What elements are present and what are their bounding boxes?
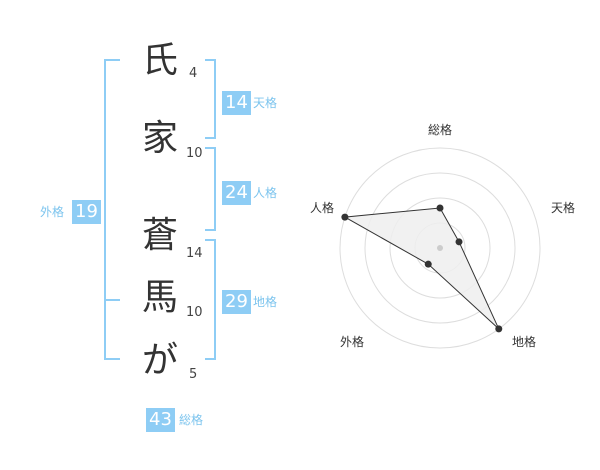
tenkaku-label: 天格 bbox=[253, 96, 278, 110]
name-char-3: 蒼 bbox=[141, 215, 178, 256]
jinkaku-value-badge: 24 bbox=[222, 181, 251, 205]
radar-point-4 bbox=[424, 260, 432, 268]
jinkaku-bracket bbox=[205, 147, 216, 231]
radar-axis-label-tenkaku: 天格 bbox=[551, 201, 576, 215]
radar-center-point bbox=[437, 245, 443, 251]
radar-axis-label-chikaku: 地格 bbox=[512, 335, 537, 349]
gaikaku-bracket bbox=[104, 59, 120, 360]
chikaku-value-badge: 29 bbox=[222, 290, 251, 314]
stroke-count-1: 4 bbox=[189, 66, 198, 81]
radar-axis-label-jinkaku: 人格 bbox=[310, 201, 335, 215]
chikaku-bracket bbox=[205, 239, 216, 360]
stroke-count-2: 10 bbox=[186, 146, 203, 161]
name-char-4: 馬 bbox=[141, 277, 178, 318]
soukaku-label: 総格 bbox=[179, 413, 204, 427]
jinkaku-label: 人格 bbox=[253, 186, 278, 200]
soukaku-value-badge: 43 bbox=[146, 408, 175, 432]
radar-axis-label-gaikaku: 外格 bbox=[340, 335, 365, 349]
radar-data-polygon bbox=[343, 207, 500, 330]
stroke-count-4: 10 bbox=[186, 305, 203, 320]
name-char-2: 家 bbox=[141, 118, 178, 159]
gaikaku-label: 外格 bbox=[40, 205, 65, 219]
gaikaku-value-badge: 19 bbox=[72, 200, 101, 224]
tenkaku-bracket bbox=[205, 59, 216, 139]
chikaku-label: 地格 bbox=[253, 295, 278, 309]
tenkaku-value-badge: 14 bbox=[222, 91, 251, 115]
radar-ring bbox=[364, 172, 516, 324]
radar-axis-label-soukaku: 総格 bbox=[428, 123, 453, 137]
name-char-1: 氏 bbox=[141, 40, 178, 81]
radar-point-3 bbox=[495, 325, 503, 333]
stroke-count-3: 14 bbox=[186, 246, 203, 261]
radar-point-1 bbox=[436, 204, 444, 212]
radar-ring bbox=[339, 147, 541, 349]
name-char-5: が bbox=[141, 340, 178, 381]
stroke-count-5: 5 bbox=[189, 367, 198, 382]
radar-ring bbox=[389, 197, 491, 299]
radar-point-5 bbox=[341, 213, 349, 221]
radar-point-2 bbox=[455, 238, 463, 246]
